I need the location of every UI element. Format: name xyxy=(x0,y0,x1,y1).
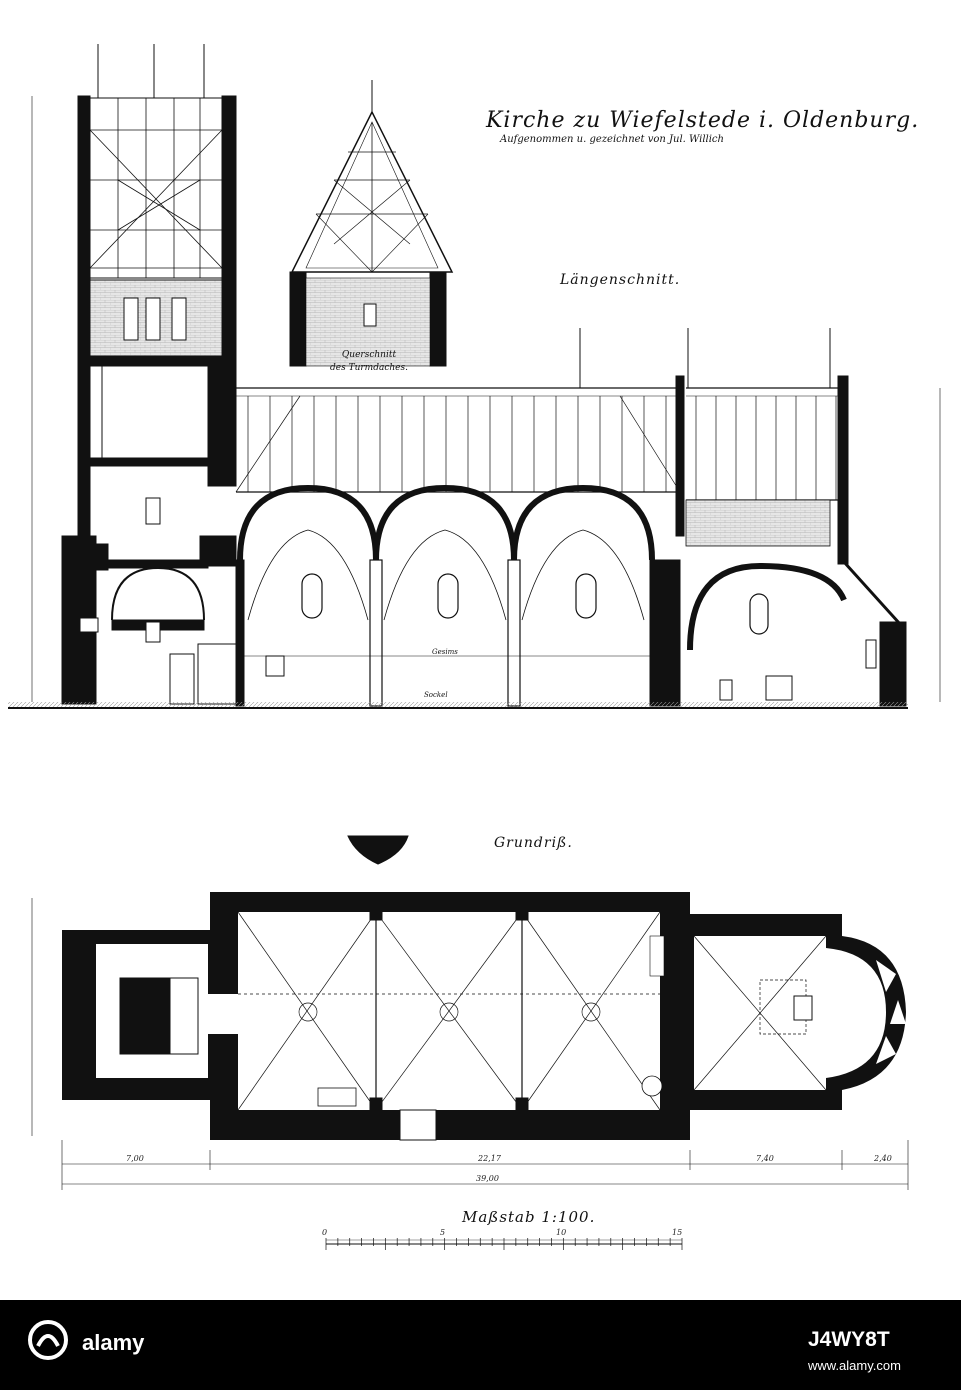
dimension-choir: 7,40 xyxy=(756,1154,774,1163)
floor-plan xyxy=(31,835,909,1190)
stock-footer-bar xyxy=(0,1300,961,1390)
cornice-annotation: Gesims xyxy=(432,648,458,656)
drawing-sheet: Kirche zu Wiefelstede i. Oldenburg. Aufg… xyxy=(8,44,941,1250)
drawing-subtitle: Aufgenommen u. gezeichnet von Jul. Willi… xyxy=(500,134,724,145)
drawing-title: Kirche zu Wiefelstede i. Oldenburg. xyxy=(486,108,920,133)
cross-section-label: Querschnitt des Turmdaches. xyxy=(330,349,408,375)
tower-roof-cross-section xyxy=(289,80,454,367)
scale-label: Maßstab 1:100. xyxy=(462,1208,596,1226)
scale-tick-label-10: 10 xyxy=(556,1228,567,1237)
cross-section-label-line1: Querschnitt xyxy=(341,350,397,360)
cross-section-label-line2: des Turmdaches. xyxy=(330,363,408,373)
architectural-drawing xyxy=(8,44,941,1250)
plinth-annotation: Sockel xyxy=(424,691,448,699)
scale-tick-label-5: 5 xyxy=(440,1228,446,1237)
dimension-apse: 2,40 xyxy=(874,1154,892,1163)
floor-plan-label: Grundriß. xyxy=(494,835,573,851)
footer-brand: alamy xyxy=(82,1330,145,1355)
footer-url[interactable]: www.alamy.com xyxy=(808,1358,901,1373)
longitudinal-section xyxy=(8,44,941,709)
dimension-total: 39,00 xyxy=(476,1174,499,1183)
dimension-nave: 22,17 xyxy=(478,1154,501,1163)
longitudinal-section-label: Längenschnitt. xyxy=(560,272,681,288)
scale-tick-label-0: 0 xyxy=(322,1228,328,1237)
dimension-tower: 7,00 xyxy=(126,1154,144,1163)
scale-tick-label-15: 15 xyxy=(672,1228,683,1237)
footer-image-id: J4WY8T xyxy=(808,1328,890,1351)
alamy-logo-icon xyxy=(28,1320,68,1360)
scale-bar xyxy=(325,1238,683,1250)
